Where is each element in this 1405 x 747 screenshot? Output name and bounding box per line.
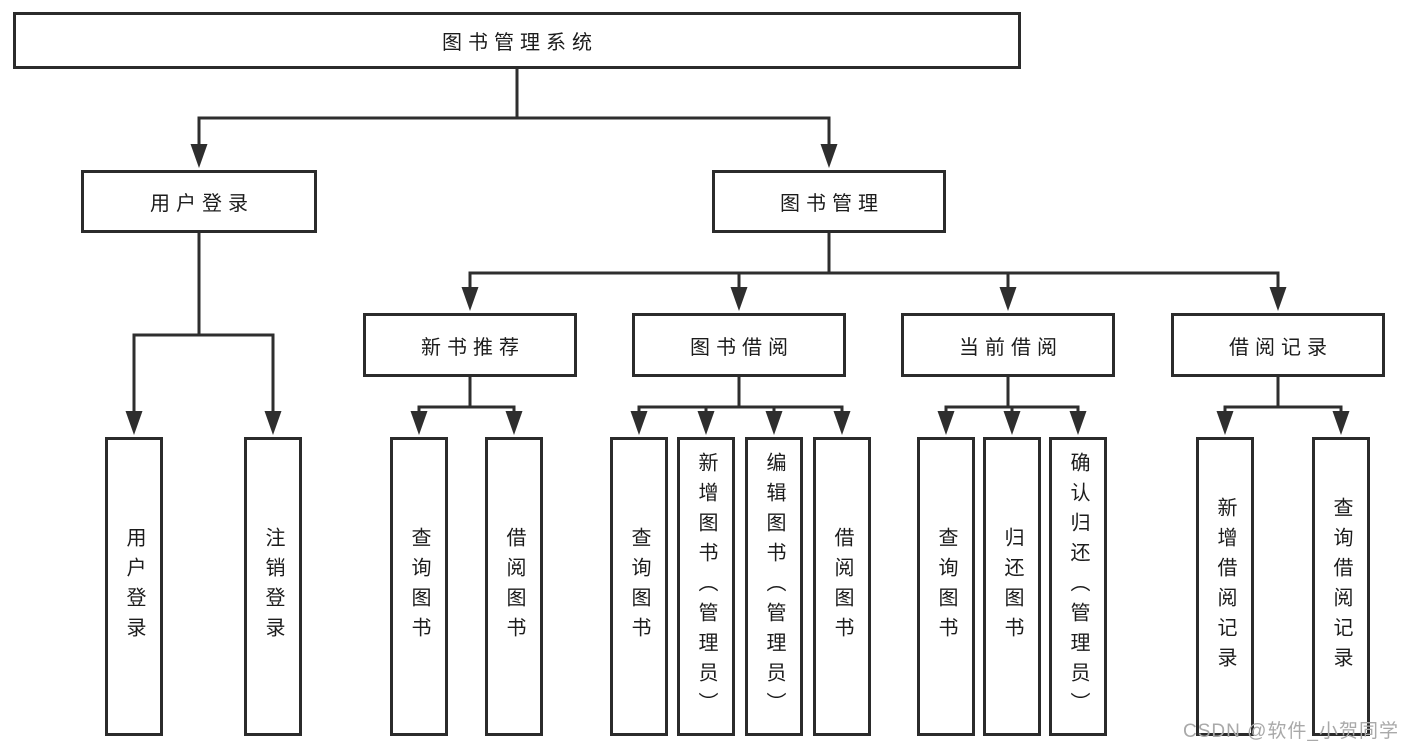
node-label: 图书管理 [780, 193, 884, 215]
diagram-node-book-borrow: 图书借阅 [632, 313, 846, 377]
node-label: 新增借阅记录 [1214, 496, 1236, 677]
node-label: 查询借阅记录 [1330, 496, 1352, 677]
node-label: 当前借阅 [959, 336, 1063, 359]
arrowhead-icon [461, 287, 479, 311]
diagram-node-leaf-logout: 注销登录 [244, 437, 302, 736]
diagram-node-leaf-bb-edit: 编辑图书（管理员） [745, 437, 803, 736]
arrowhead-icon [410, 411, 428, 435]
node-label: 新增图书（管理员） [695, 451, 717, 722]
diagram-node-book-mgmt: 图书管理 [712, 170, 946, 233]
diagram-node-leaf-br-add: 新增借阅记录 [1196, 437, 1254, 736]
node-label: 查询图书 [628, 526, 650, 647]
diagram-node-leaf-nb-query: 查询图书 [390, 437, 448, 736]
diagram-node-current-borrow: 当前借阅 [901, 313, 1115, 377]
diagram-node-leaf-nb-borrow: 借阅图书 [485, 437, 543, 736]
arrowhead-icon [820, 144, 838, 168]
node-label: 用户登录 [123, 526, 145, 647]
diagram-node-leaf-br-query: 查询借阅记录 [1312, 437, 1370, 736]
diagram-node-new-book-rec: 新书推荐 [363, 313, 577, 377]
arrowhead-icon [1003, 411, 1021, 435]
arrowhead-icon [1332, 411, 1350, 435]
arrowhead-icon [1269, 287, 1287, 311]
arrowhead-icon [190, 144, 208, 168]
diagram-node-leaf-bb-add: 新增图书（管理员） [677, 437, 735, 736]
arrowhead-icon [264, 411, 282, 435]
node-label: 借阅记录 [1229, 336, 1333, 359]
diagram-node-leaf-bb-borrow: 借阅图书 [813, 437, 871, 736]
arrowhead-icon [833, 411, 851, 435]
csdn-watermark: CSDN @软件_小贺同学 [1183, 721, 1399, 742]
node-label: 借阅图书 [503, 526, 525, 647]
node-label: 借阅图书 [831, 526, 853, 647]
node-label: 查询图书 [408, 526, 430, 647]
node-label: 编辑图书（管理员） [763, 451, 785, 722]
node-label: 新书推荐 [421, 336, 525, 359]
node-label: 注销登录 [262, 526, 284, 647]
arrowhead-icon [999, 287, 1017, 311]
diagram-node-leaf-bb-query: 查询图书 [610, 437, 668, 736]
diagram-node-root: 图书管理系统 [13, 12, 1021, 69]
node-label: 图书管理系统 [442, 32, 598, 54]
diagram-node-leaf-cb-query: 查询图书 [917, 437, 975, 736]
arrowhead-icon [730, 287, 748, 311]
node-label: 用户登录 [150, 193, 254, 215]
arrowhead-icon [1069, 411, 1087, 435]
arrowhead-icon [630, 411, 648, 435]
diagram-node-leaf-cb-confirm: 确认归还（管理员） [1049, 437, 1107, 736]
diagram-node-leaf-user-login: 用户登录 [105, 437, 163, 736]
arrowhead-icon [505, 411, 523, 435]
arrowhead-icon [125, 411, 143, 435]
diagram-node-borrow-record: 借阅记录 [1171, 313, 1385, 377]
arrowhead-icon [697, 411, 715, 435]
arrowhead-icon [1216, 411, 1234, 435]
arrowhead-icon [937, 411, 955, 435]
node-label: 归还图书 [1001, 526, 1023, 647]
node-label: 确认归还（管理员） [1067, 451, 1089, 722]
node-label: 图书借阅 [690, 336, 794, 359]
diagram-node-leaf-cb-return: 归还图书 [983, 437, 1041, 736]
diagram-node-user-login: 用户登录 [81, 170, 317, 233]
node-label: 查询图书 [935, 526, 957, 647]
arrowhead-icon [765, 411, 783, 435]
